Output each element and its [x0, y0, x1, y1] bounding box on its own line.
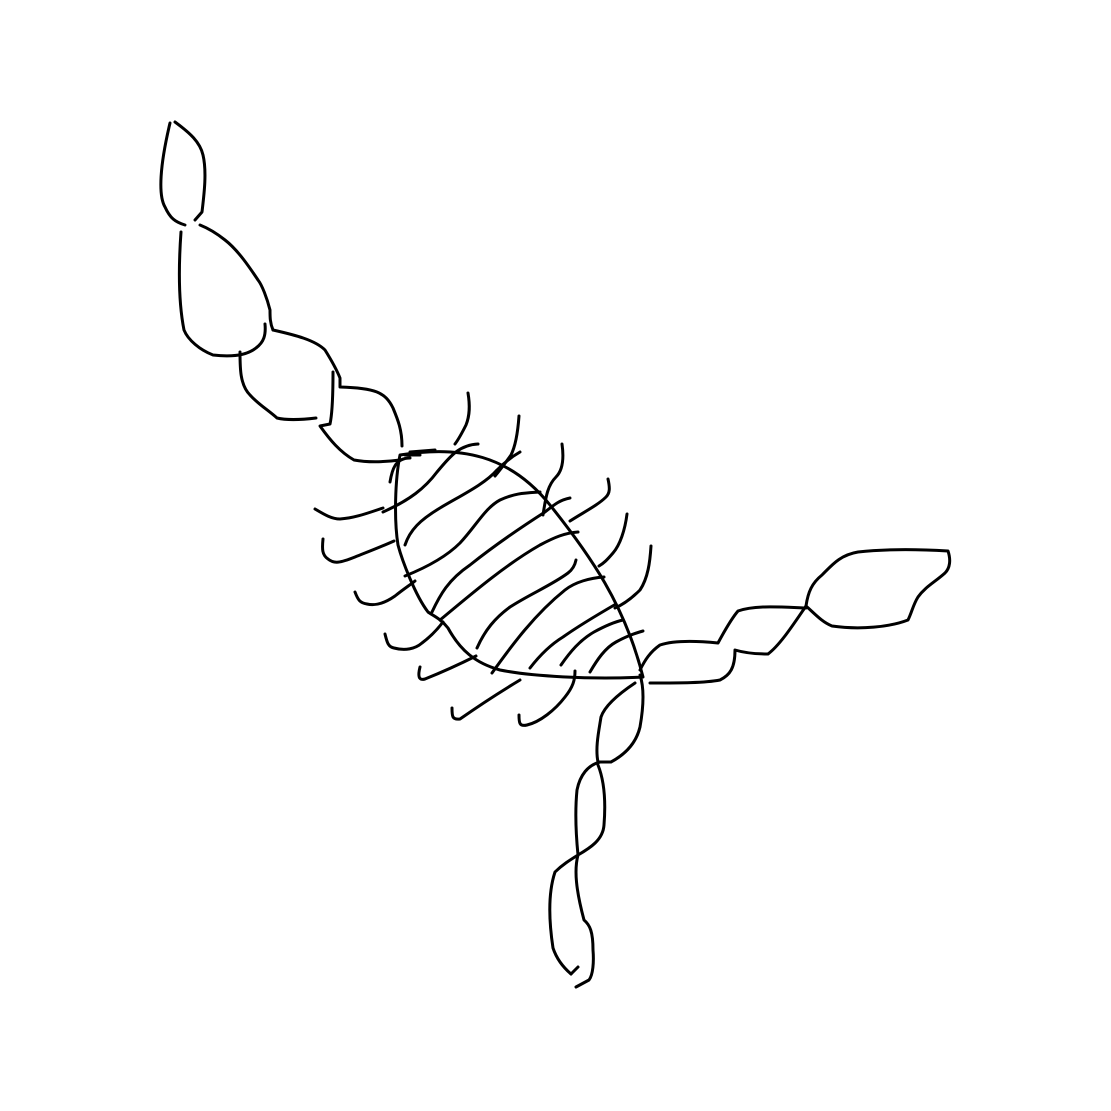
body-stripe: [559, 618, 625, 667]
right-claw-pincer: [804, 548, 952, 630]
leg-right-2: [493, 414, 521, 478]
body-stripes: [381, 442, 645, 675]
tail-segment-1: [271, 328, 412, 484]
body-stripe: [438, 530, 580, 622]
body-stripe: [430, 496, 572, 614]
leg-left-7: [517, 669, 577, 727]
head-mark: [408, 448, 437, 454]
body-stripe: [588, 629, 645, 674]
leg-left-6: [450, 678, 522, 721]
stinger: [159, 120, 207, 227]
left-claw: [548, 673, 645, 989]
right-legs: [453, 391, 653, 610]
left-claw-forearm: [548, 760, 607, 989]
leg-right-3: [541, 442, 565, 517]
body: [394, 450, 645, 680]
tail-segment-2: [198, 223, 318, 421]
leg-left-5: [417, 654, 478, 681]
left-claw-tip: [569, 965, 580, 976]
body-outline: [394, 450, 645, 680]
right-claw: [638, 548, 952, 685]
leg-right-6: [613, 544, 653, 610]
left-claw-arm: [595, 673, 645, 764]
leg-right-5: [597, 512, 629, 568]
body-stripe: [381, 442, 480, 514]
head-marks: [403, 448, 437, 457]
leg-right-4: [568, 477, 611, 523]
body-stripe: [490, 575, 606, 675]
leg-left-3: [353, 579, 417, 607]
leg-left-2: [321, 537, 396, 564]
tail: [159, 120, 412, 484]
leg-left-4: [383, 620, 445, 651]
right-claw-arm: [638, 604, 808, 685]
body-stripe: [475, 558, 578, 650]
left-legs: [313, 506, 577, 727]
body-stripe: [528, 602, 618, 670]
leg-right-1: [453, 391, 471, 446]
body-stripe: [403, 490, 542, 578]
leg-left-1: [313, 506, 385, 521]
tail-segment-3: [177, 230, 267, 358]
